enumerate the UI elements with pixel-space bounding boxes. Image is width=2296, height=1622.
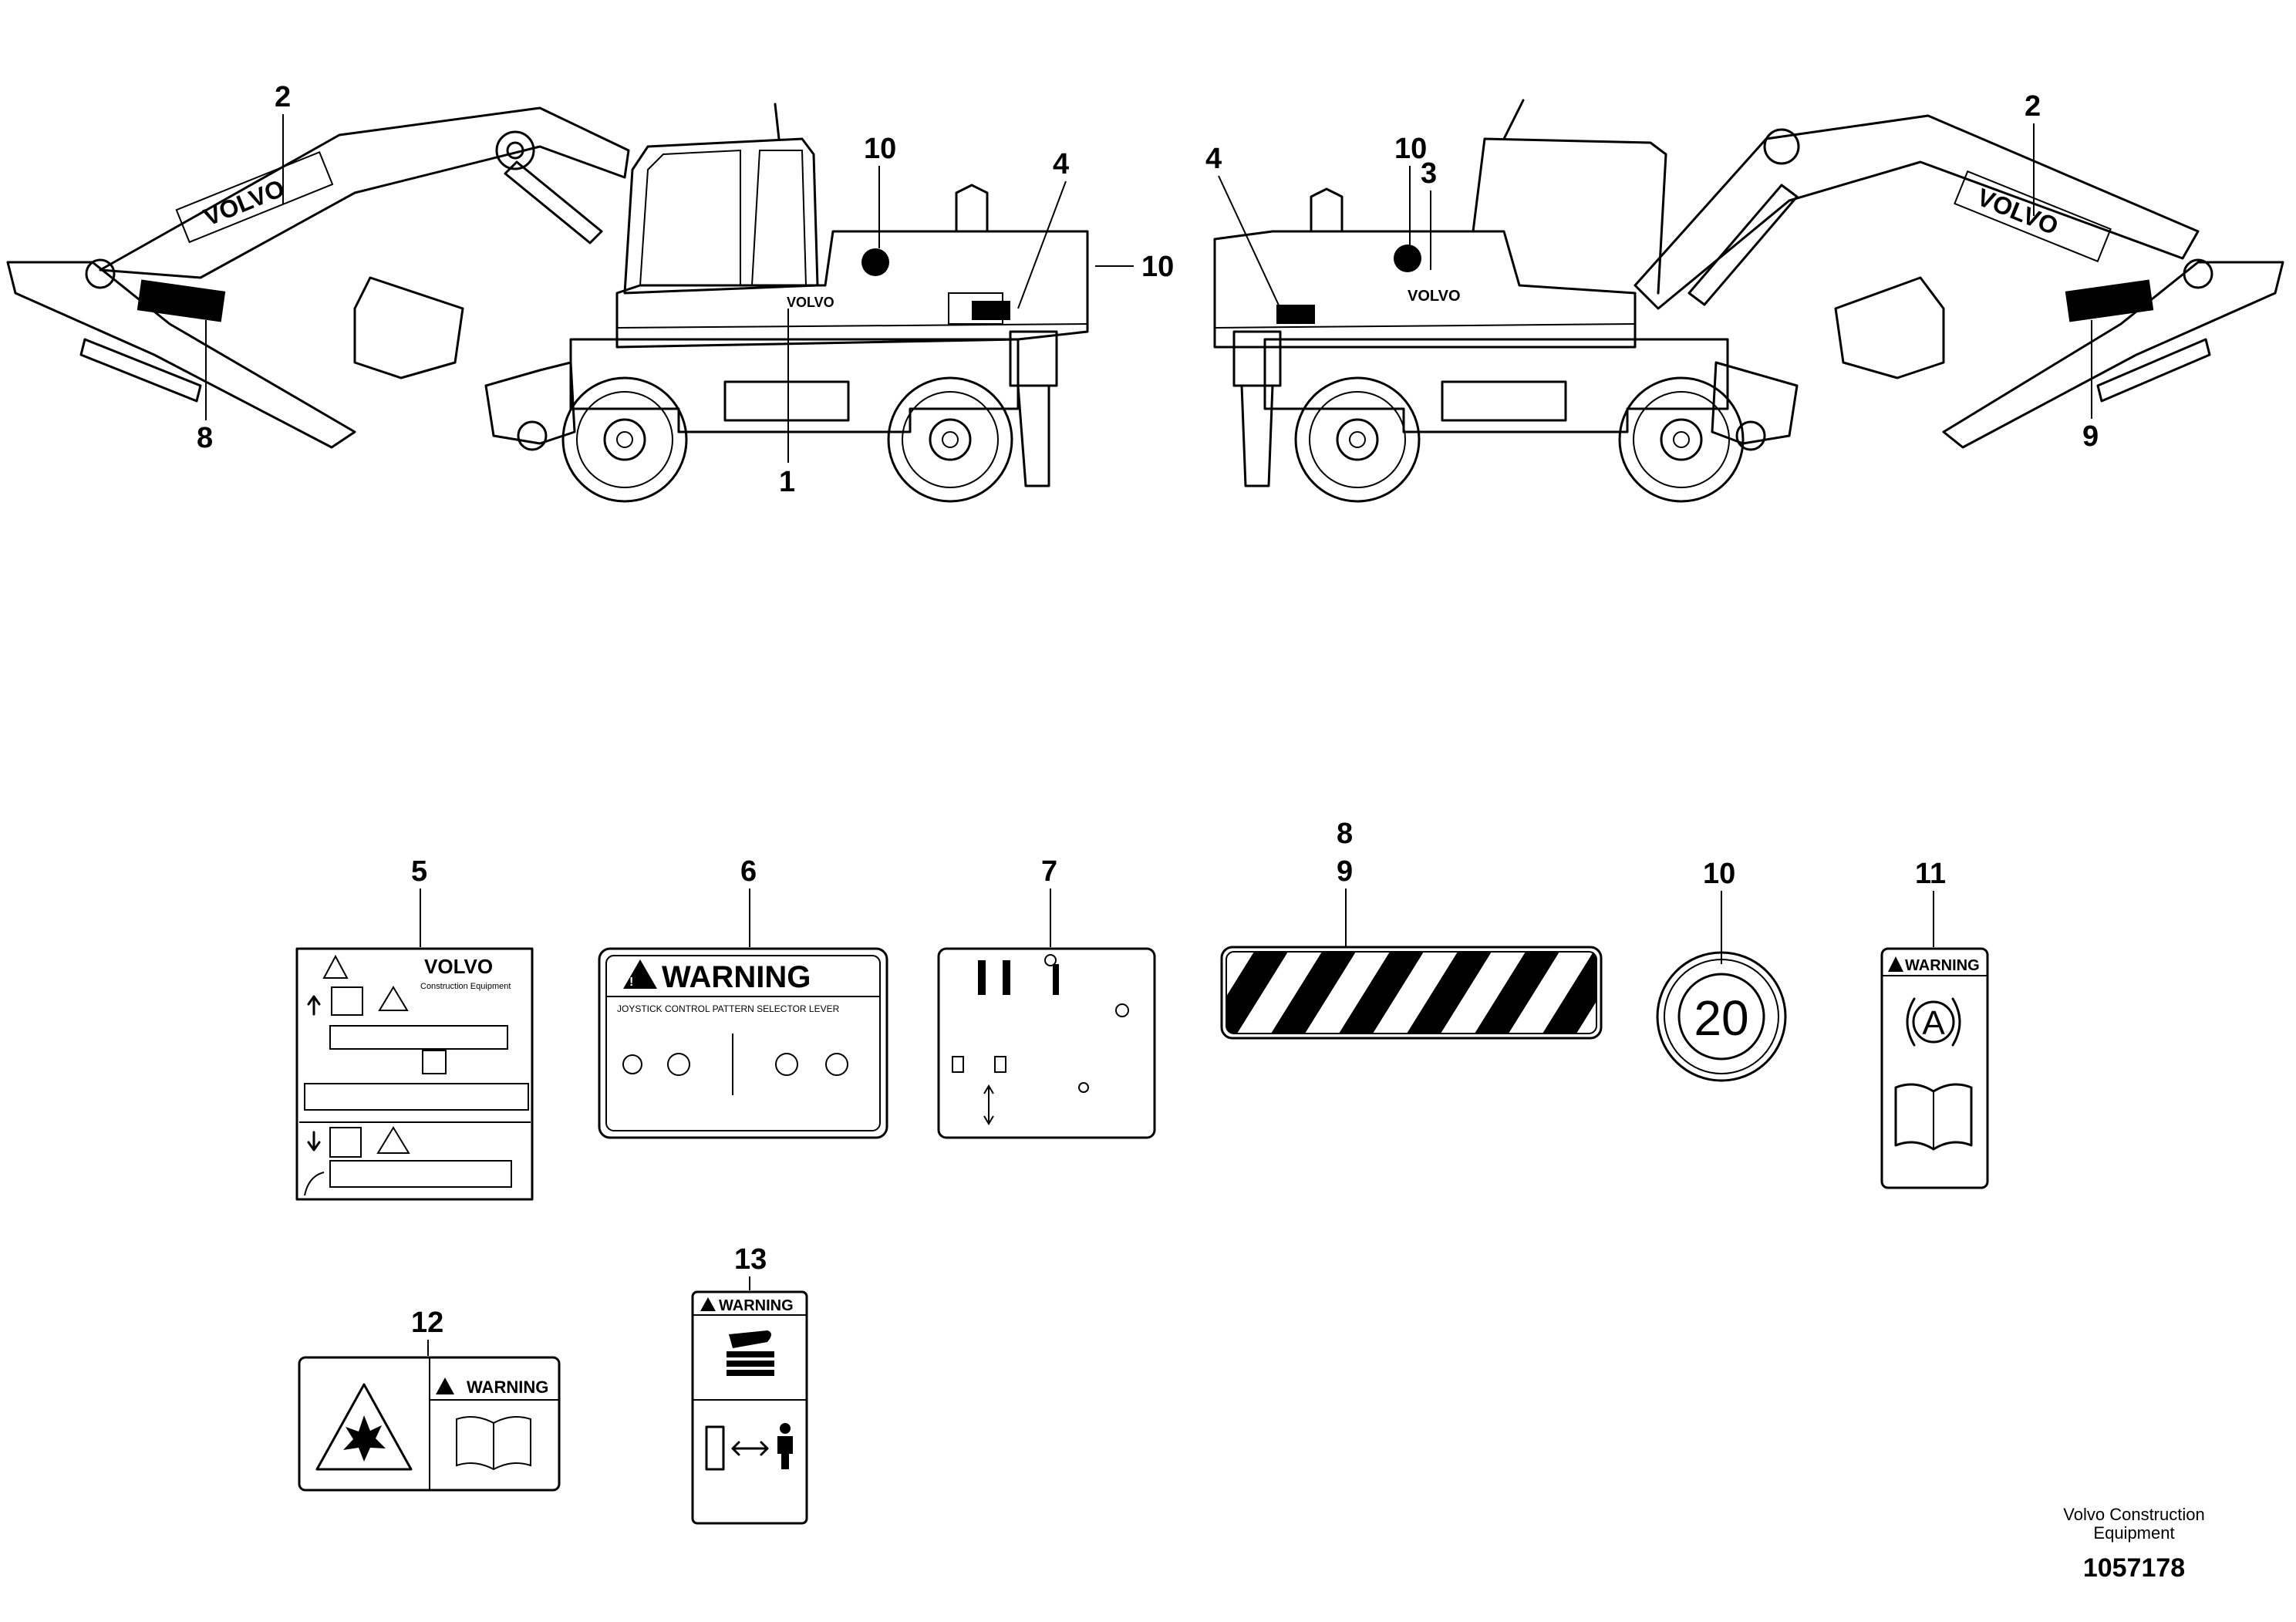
decal-13: 13 WARNING bbox=[691, 1243, 808, 1525]
decal-10-speed: 10 20 bbox=[1656, 858, 1787, 1082]
decal-11: 11 WARNING A bbox=[1880, 858, 1989, 1189]
callout-left-4: 4 bbox=[1053, 148, 1069, 180]
decal-6: 6 ! WARNING JOYSTICK CONTROL PATTERN SEL… bbox=[598, 855, 888, 1139]
footer-company-line2: Equipment bbox=[2093, 1523, 2175, 1543]
callout-right-4: 4 bbox=[1205, 143, 1222, 175]
callout-right-3: 3 bbox=[1421, 157, 1437, 190]
left-dozer-blade bbox=[484, 361, 576, 445]
left-front-wheel bbox=[561, 376, 688, 503]
decal-6-warning-triangle-icon bbox=[623, 959, 657, 989]
right-arm-stripe-decal bbox=[2065, 279, 2154, 322]
right-bucket bbox=[1834, 276, 1945, 379]
svg-text:!: ! bbox=[629, 976, 633, 989]
left-excavator: VOLVO VOLVO bbox=[6, 103, 1089, 503]
decal-10-speed-value: 20 bbox=[1694, 990, 1748, 1046]
callout-decal-10: 10 bbox=[1703, 858, 1735, 890]
left-boom-cylinder bbox=[504, 160, 603, 244]
callout-decal-5: 5 bbox=[411, 855, 427, 888]
decal-12-manual-book-icon bbox=[456, 1415, 531, 1471]
explosion-icon bbox=[315, 1383, 413, 1471]
footer-company-block: Volvo Construction Equipment 1057178 bbox=[2034, 1506, 2234, 1583]
decal-12: 12 WARNING bbox=[298, 1307, 561, 1492]
left-boom bbox=[99, 106, 630, 279]
decal-6-title: WARNING bbox=[662, 960, 811, 994]
right-boom-cylinder bbox=[1687, 184, 1799, 306]
right-dozer-blade bbox=[1711, 361, 1799, 445]
callout-left-10-rear: 10 bbox=[1141, 251, 1174, 283]
left-arm-stripe-decal bbox=[137, 279, 226, 322]
decal-5-brand: VOLVO bbox=[424, 955, 493, 978]
callout-decal-7: 7 bbox=[1041, 855, 1057, 888]
double-arrow-icon bbox=[731, 1441, 769, 1456]
decal-5-tagline: Construction Equipment bbox=[420, 982, 511, 991]
left-upper-structure bbox=[615, 230, 1089, 349]
decal-6-subtitle: JOYSTICK CONTROL PATTERN SELECTOR LEVER bbox=[617, 1003, 840, 1014]
right-front-wheel bbox=[1294, 376, 1421, 503]
decal-11-warning-triangle-icon bbox=[1888, 956, 1903, 972]
right-excavator: VOLVO VOLVO bbox=[1213, 99, 2284, 503]
left-rear-wheel bbox=[887, 376, 1013, 503]
right-undercarriage bbox=[1263, 338, 1729, 433]
hand-icon bbox=[727, 1330, 774, 1376]
left-arm bbox=[6, 261, 356, 449]
decal-13-warning-triangle-icon bbox=[700, 1297, 716, 1311]
left-house-brand: VOLVO bbox=[787, 295, 834, 310]
callout-decal-9: 9 bbox=[1337, 855, 1353, 888]
left-cab bbox=[623, 137, 819, 295]
left-undercarriage bbox=[569, 338, 1020, 433]
callout-left-10-hood: 10 bbox=[864, 133, 896, 165]
decal-13-title: WARNING bbox=[719, 1297, 794, 1314]
decal-8-9-stripe: 8 9 bbox=[1220, 818, 1603, 1040]
callout-decal-8: 8 bbox=[1337, 818, 1353, 850]
right-rear-wheel bbox=[1618, 376, 1745, 503]
footer-part-number: 1057178 bbox=[2082, 1553, 2186, 1583]
warning-triangle-icon bbox=[322, 954, 349, 979]
decal-12-title: WARNING bbox=[467, 1378, 548, 1397]
callout-right-2: 2 bbox=[2025, 90, 2041, 123]
left-bucket bbox=[353, 276, 464, 379]
right-upper-structure bbox=[1213, 230, 1637, 349]
right-house-brand: VOLVO bbox=[1408, 288, 1461, 305]
decal-7: 7 bbox=[937, 855, 1156, 1139]
right-callouts: 4 10 3 2 9 bbox=[1205, 90, 2099, 453]
footer-company-line1: Volvo Construction bbox=[2063, 1505, 2205, 1524]
left-callouts: 2 10 4 10 8 1 bbox=[197, 81, 1174, 498]
callout-right-9: 9 bbox=[2082, 420, 2099, 453]
callout-right-10: 10 bbox=[1394, 133, 1427, 165]
right-cab bbox=[1472, 137, 1667, 295]
manual-book-icon bbox=[1894, 1083, 1973, 1151]
decal-5: 5 VOLVO Construction Equipment bbox=[295, 855, 534, 1201]
decal-11-title: WARNING bbox=[1905, 957, 1980, 974]
right-boom bbox=[1633, 114, 2200, 310]
callout-left-2: 2 bbox=[275, 81, 291, 113]
callout-decal-13: 13 bbox=[734, 1243, 767, 1276]
callout-decal-6: 6 bbox=[740, 855, 757, 888]
callout-left-1: 1 bbox=[779, 466, 795, 498]
decal-12-warning-triangle-icon bbox=[436, 1378, 454, 1394]
callout-decal-12: 12 bbox=[411, 1307, 443, 1339]
decal-11-symbol: A bbox=[1922, 1004, 1945, 1042]
person-icon bbox=[777, 1423, 793, 1469]
callout-left-8: 8 bbox=[197, 422, 213, 454]
callout-decal-11: 11 bbox=[1915, 858, 1946, 890]
